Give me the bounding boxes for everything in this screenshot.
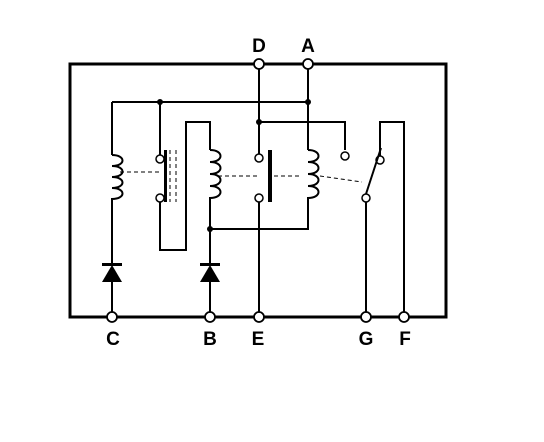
label-d: D <box>252 36 266 57</box>
terminal-a[interactable] <box>302 58 314 70</box>
housing-frame <box>68 62 448 319</box>
label-f: F <box>399 329 411 350</box>
contact-set-middle <box>218 150 300 203</box>
terminal-labels: D A C B E G F <box>106 36 411 350</box>
label-c: C <box>106 329 120 350</box>
terminal-b[interactable] <box>204 311 216 323</box>
internal-wiring <box>111 64 405 317</box>
coil-left <box>111 154 124 202</box>
terminal-d[interactable] <box>253 58 265 70</box>
terminal-g[interactable] <box>360 311 372 323</box>
terminal-e[interactable] <box>253 311 265 323</box>
label-b: B <box>203 329 217 350</box>
label-e: E <box>252 329 265 350</box>
coil-middle <box>209 149 222 202</box>
contact-set-left <box>120 150 177 203</box>
coil-right <box>307 149 320 202</box>
terminal-points <box>106 58 410 323</box>
label-a: A <box>301 36 315 57</box>
terminal-c[interactable] <box>106 311 118 323</box>
diode-middle <box>200 263 220 282</box>
changeover-switch <box>319 147 385 203</box>
junction-dots <box>157 99 311 232</box>
diode-left <box>102 263 122 282</box>
terminal-f[interactable] <box>398 311 410 323</box>
label-g: G <box>359 329 374 350</box>
